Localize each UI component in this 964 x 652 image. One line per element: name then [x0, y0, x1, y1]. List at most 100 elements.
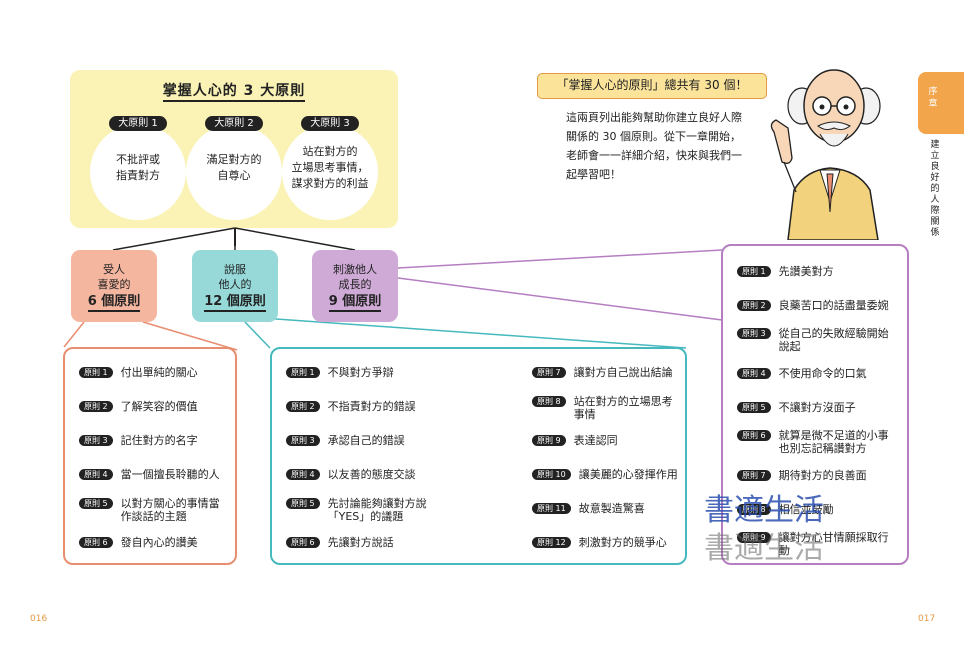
- list-item: 原則 5 以對方關心的事情當 作談話的主題: [79, 497, 220, 523]
- teacher-tie: [826, 173, 834, 213]
- rule-tag: 原則 2: [79, 401, 113, 412]
- rule-tag: 原則 2: [286, 401, 320, 412]
- rule-text: 先讓對方說話: [327, 536, 394, 549]
- list-item: 原則 7 讓對方自己說出結論: [532, 366, 673, 379]
- teacher-illustration-icon: [770, 69, 881, 240]
- rule-text: 以對方關心的事情當 作談話的主題: [120, 497, 220, 523]
- list-item: 原則 4 不使用命令的口氣: [737, 367, 867, 380]
- category-liked: 受人 喜愛的 6 個原則: [71, 250, 157, 322]
- pointer-left-b: [142, 321, 238, 351]
- rule-text: 不使用命令的口氣: [778, 367, 867, 380]
- chapter-tab: [918, 72, 964, 134]
- rule-text: 付出單純的關心: [120, 366, 198, 379]
- category-persuade-line2: 他人的: [218, 278, 252, 291]
- rule-text: 了解笑容的價值: [120, 400, 198, 413]
- rule-text: 就算是微不足道的小事 也別忘記稱讚對方: [778, 429, 889, 455]
- rule-tag: 原則 3: [286, 435, 320, 446]
- rule-tag: 原則 9: [737, 532, 771, 543]
- rule-tag: 原則 6: [286, 537, 320, 548]
- list-item: 原則 6 先讓對方說話: [286, 536, 394, 549]
- chapter-tab-label: 序章: [928, 87, 938, 109]
- rule-text: 承認自己的錯誤: [327, 434, 405, 447]
- pointer-mid-b: [261, 317, 687, 349]
- principle-tag-2: 大原則 2: [205, 116, 263, 131]
- watermark-shadow-text: 書適生活: [704, 531, 824, 566]
- category-growth-line1: 刺激他人: [333, 263, 377, 276]
- rule-text: 期待對方的良善面: [778, 469, 867, 482]
- rule-tag: 原則 8: [532, 396, 566, 407]
- list-item: 原則 7 期待對方的良善面: [737, 469, 867, 482]
- rule-tag: 原則 3: [737, 328, 771, 339]
- rule-tag: 原則 4: [737, 368, 771, 379]
- list-item: 原則 4 以友善的態度交談: [286, 468, 416, 481]
- rule-text: 表達認同: [573, 434, 618, 447]
- rule-tag: 原則 3: [79, 435, 113, 446]
- rule-tag: 原則 7: [532, 367, 566, 378]
- rule-tag: 原則 11: [532, 503, 571, 514]
- category-growth-count: 9 個原則: [328, 294, 382, 312]
- rule-tag: 原則 5: [737, 402, 771, 413]
- rule-text: 良藥苦口的話盡量委婉: [778, 299, 889, 312]
- rule-tag: 原則 10: [532, 469, 571, 480]
- list-item: 原則 2 了解笑容的價值: [79, 400, 198, 413]
- teacher-hand: [770, 119, 793, 164]
- page-number-left: 016: [30, 614, 48, 624]
- principle-text-2: 滿足對方的 自尊心: [206, 153, 262, 182]
- rule-tag: 原則 5: [286, 498, 320, 509]
- teacher-mustache: [817, 121, 851, 131]
- list-item: 原則 4 當一個擅長聆聽的人: [79, 468, 220, 481]
- rule-text: 當一個擅長聆聽的人: [120, 468, 220, 481]
- list-item: 原則 9 表達認同: [532, 434, 618, 447]
- pointer-left-a: [63, 321, 85, 348]
- rule-tag: 原則 12: [532, 537, 571, 548]
- principle-circle-2: [186, 124, 282, 220]
- core-principles-box: 掌握人心的 3 大原則 大原則 1 不批評或 指責對方 大原則 2 滿足對方的 …: [70, 70, 398, 228]
- pointer-right-a: [397, 249, 723, 269]
- category-liked-line2: 喜愛的: [97, 278, 131, 291]
- tree-branch-left: [112, 227, 236, 251]
- rule-tag: 原則 4: [79, 469, 113, 480]
- pointer-right-b: [397, 277, 723, 321]
- intro-callout: 「掌握人心的原則」總共有 30 個！: [537, 73, 767, 99]
- principle-tag-1: 大原則 1: [109, 116, 167, 131]
- core-principles-title: 掌握人心的 3 大原則: [70, 80, 398, 102]
- category-persuade-line1: 說服: [224, 263, 246, 276]
- pointer-mid-a: [244, 321, 271, 349]
- principle-text-3: 站在對方的 立場思考事情， 謀求對方的利益: [291, 145, 369, 190]
- rule-tag: 原則 1: [286, 367, 320, 378]
- rule-tag: 原則 5: [79, 498, 113, 509]
- category-persuade: 說服 他人的 12 個原則: [192, 250, 278, 322]
- rule-tag: 原則 4: [286, 469, 320, 480]
- intro-text: 這兩頁列出能夠幫助你建立良好人際關係的 30 個原則。從下一章開始，老師會一一詳…: [566, 111, 742, 181]
- principle-tag-3: 大原則 3: [301, 116, 359, 131]
- rule-tag: 原則 7: [737, 470, 771, 481]
- rule-tag: 原則 9: [532, 435, 566, 446]
- rule-text: 讓對方自己說出結論: [573, 366, 673, 379]
- category-growth-line2: 成長的: [338, 278, 372, 291]
- rule-text: 以友善的態度交談: [327, 468, 416, 481]
- page-number-right: 017: [918, 614, 936, 624]
- principle-text-1: 不批評或 指責對方: [116, 153, 160, 182]
- watermark-text: 書適生活: [704, 493, 824, 528]
- tree-branch-right: [234, 227, 356, 251]
- principle-circle-1: [90, 124, 186, 220]
